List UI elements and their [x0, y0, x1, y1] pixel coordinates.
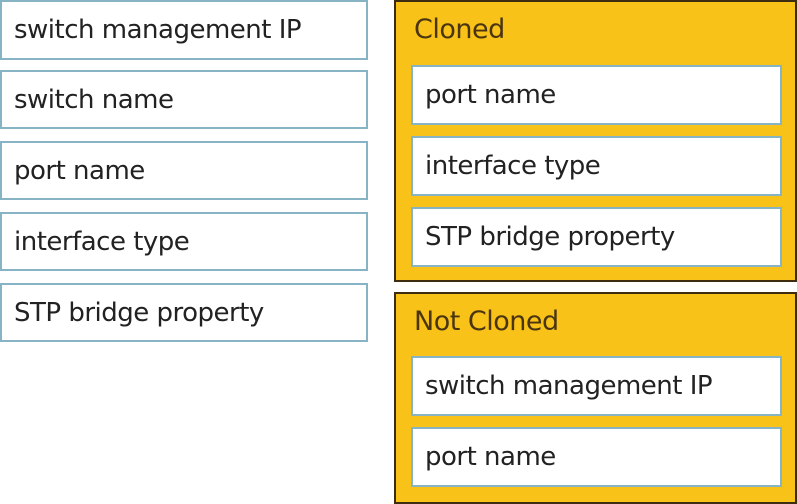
dropped-item[interactable]: interface type — [411, 136, 782, 196]
drag-item[interactable]: port name — [0, 141, 368, 200]
dropped-item[interactable]: port name — [411, 65, 782, 125]
cloned-title: Cloned — [414, 14, 505, 45]
dropped-item[interactable]: switch management IP — [411, 356, 782, 416]
not-cloned-title: Not Cloned — [414, 306, 559, 337]
dropped-item[interactable]: port name — [411, 427, 782, 487]
drag-item[interactable]: switch name — [0, 70, 368, 129]
cloned-drop-zone[interactable]: Cloned port name interface type STP brid… — [394, 0, 797, 282]
dropped-item[interactable]: STP bridge property — [411, 207, 782, 267]
drag-item[interactable]: STP bridge property — [0, 283, 368, 342]
drag-item[interactable]: interface type — [0, 212, 368, 271]
drag-item[interactable]: switch management IP — [0, 0, 368, 60]
not-cloned-drop-zone[interactable]: Not Cloned switch management IP port nam… — [394, 292, 797, 504]
